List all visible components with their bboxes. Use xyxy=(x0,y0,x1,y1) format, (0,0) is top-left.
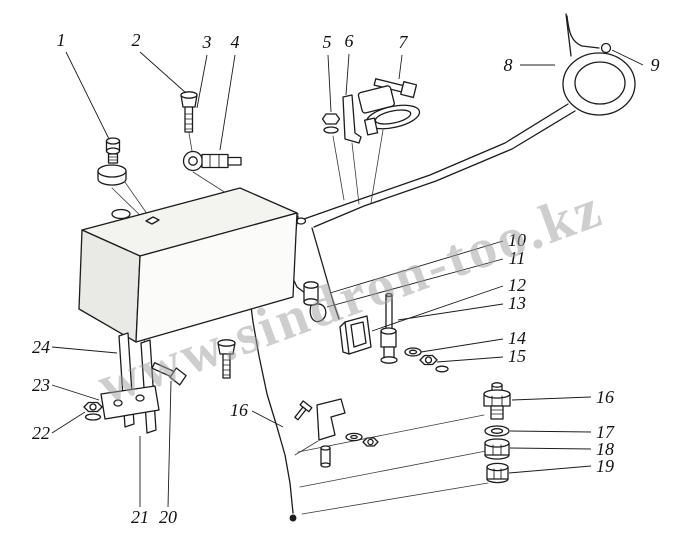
callout-20: 20 xyxy=(159,507,177,527)
callout-3: 3 xyxy=(202,32,212,52)
fuel-tank xyxy=(78,187,298,343)
tank-bolt xyxy=(180,91,198,133)
pipe-clamp-upper xyxy=(321,94,362,144)
tank-straps xyxy=(83,332,187,434)
callout-8: 8 xyxy=(504,55,513,75)
callout-2: 2 xyxy=(132,30,141,50)
banjo-union xyxy=(182,150,242,172)
callout-6: 6 xyxy=(345,31,354,51)
callout-10: 10 xyxy=(508,230,526,250)
callout-5: 5 xyxy=(323,32,332,52)
pipe-bracket-upper xyxy=(357,78,421,136)
leader-lines xyxy=(51,49,644,508)
tee-fitting xyxy=(303,281,327,323)
callout-16-right: 16 xyxy=(596,387,614,407)
callout-11: 11 xyxy=(509,248,526,268)
mount-bolt-mid xyxy=(217,339,236,379)
breather-plug xyxy=(105,137,121,164)
callout-19: 19 xyxy=(596,456,614,476)
callout-7: 7 xyxy=(399,32,409,52)
callout-1: 1 xyxy=(57,30,66,50)
callout-17: 17 xyxy=(596,422,615,442)
pipe-clamp-lower xyxy=(294,398,379,468)
valve-hardware xyxy=(404,347,449,373)
callout-16-left: 16 xyxy=(230,400,248,420)
callout-22: 22 xyxy=(32,423,50,443)
callout-4: 4 xyxy=(231,32,240,52)
drain-valve xyxy=(380,292,398,364)
callout-12: 12 xyxy=(508,275,526,295)
callout-9: 9 xyxy=(651,55,660,75)
callout-21: 21 xyxy=(131,507,149,527)
callout-14: 14 xyxy=(508,328,526,348)
callout-23: 23 xyxy=(32,375,50,395)
callouts: 1 2 3 4 5 6 7 8 9 10 11 12 13 14 15 16 1… xyxy=(32,30,660,527)
construction-lines xyxy=(111,129,489,515)
filler-cap xyxy=(97,164,127,186)
callout-13: 13 xyxy=(508,293,526,313)
union-stack xyxy=(483,382,511,484)
callout-18: 18 xyxy=(596,439,614,459)
callout-24: 24 xyxy=(32,337,50,357)
valve-bracket xyxy=(339,315,372,355)
callout-15: 15 xyxy=(508,346,526,366)
